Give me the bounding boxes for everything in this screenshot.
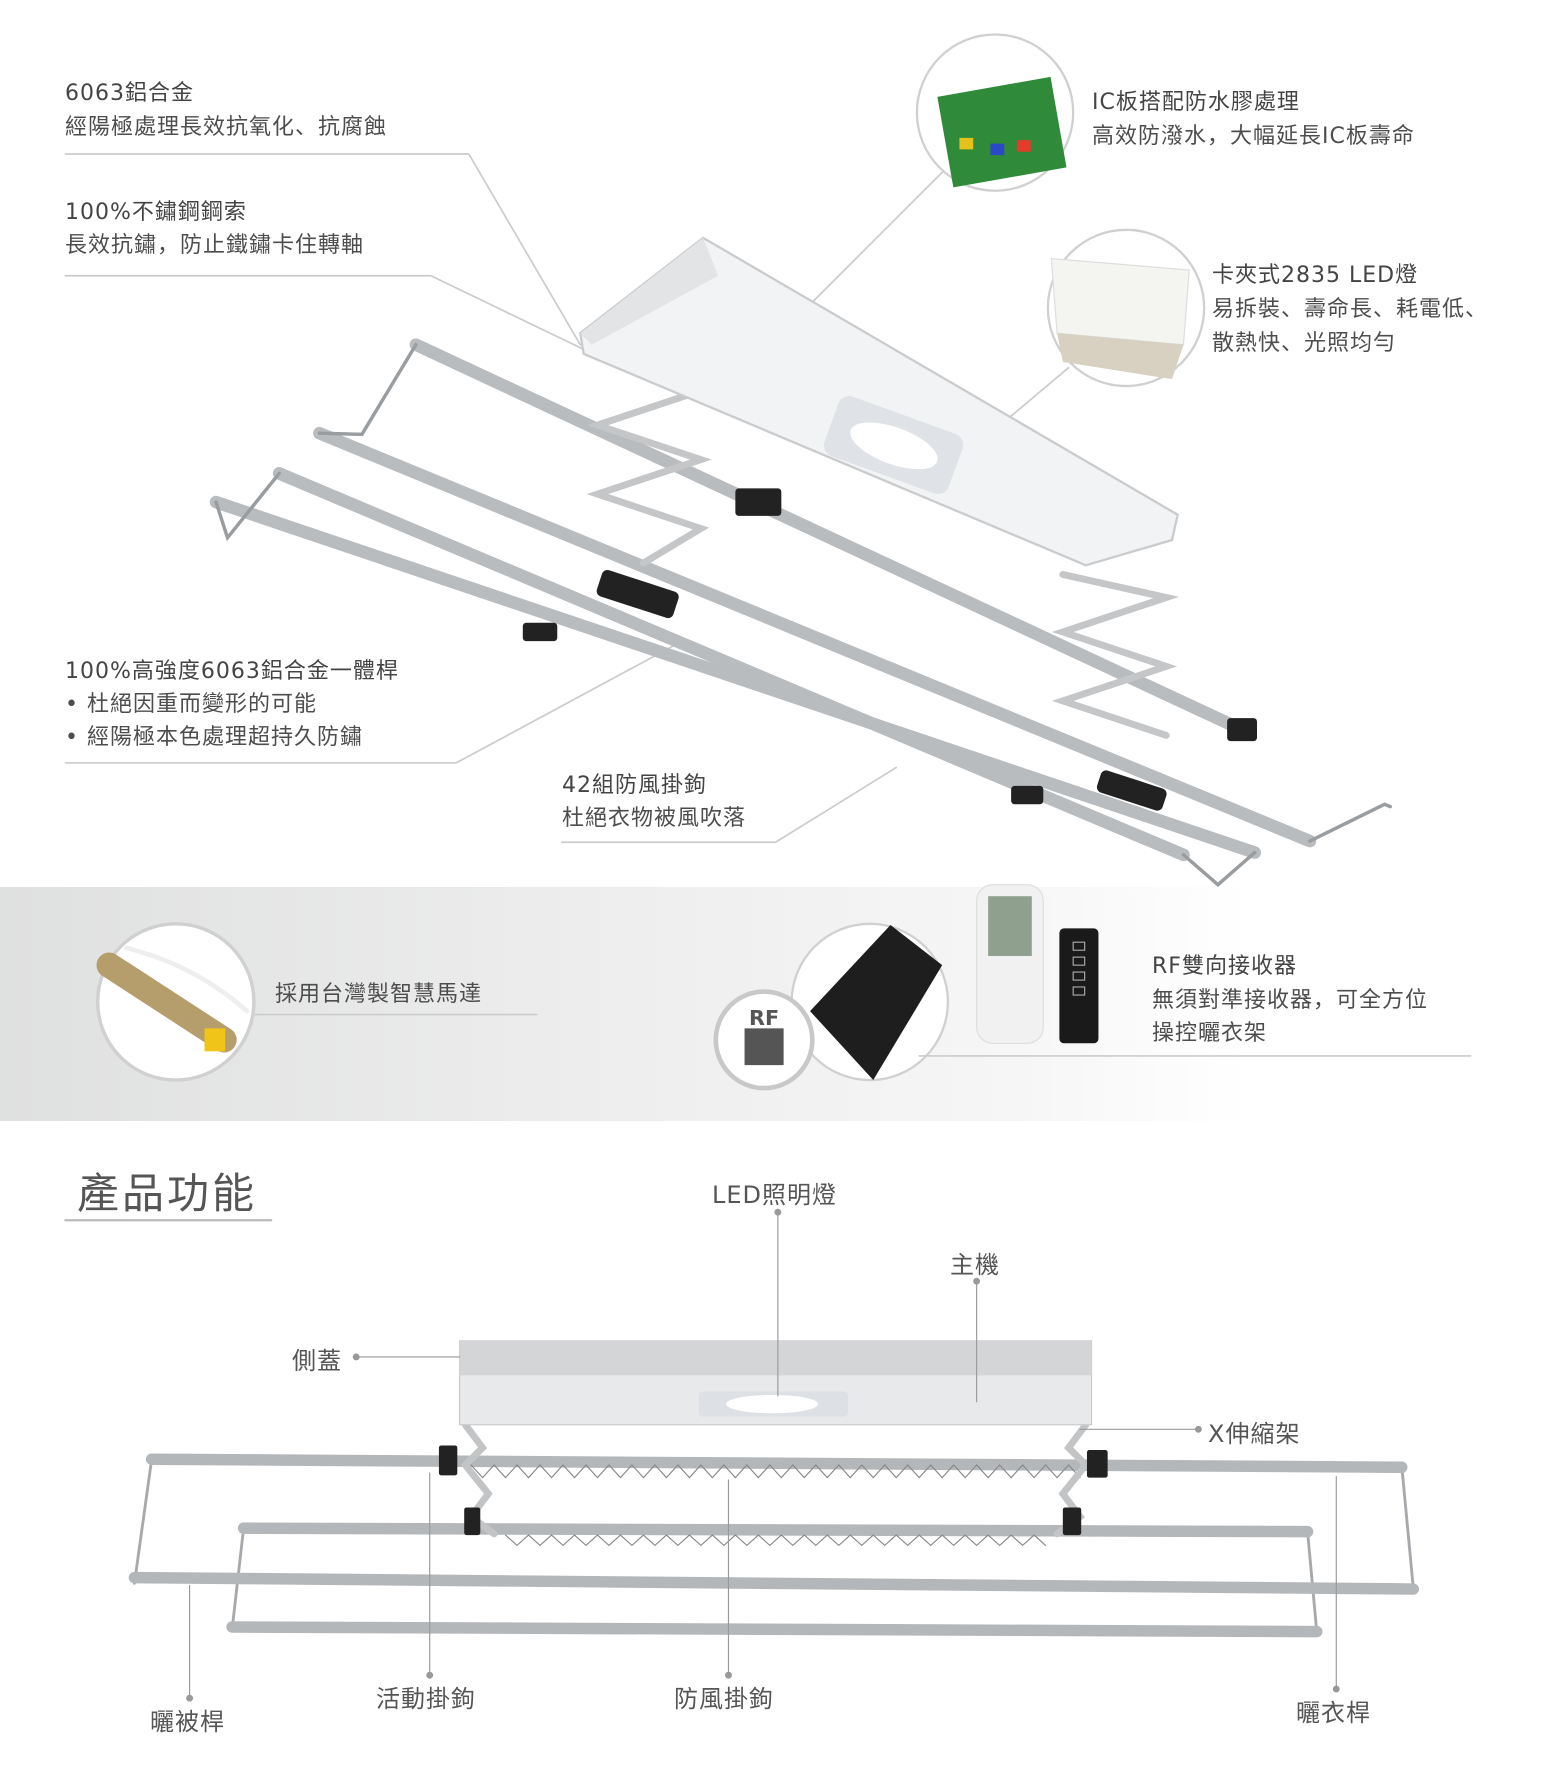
label-clothes-rod: 曬衣桿 xyxy=(1296,1699,1371,1727)
functions-heading: 產品功能 xyxy=(77,1169,258,1218)
led-desc-1: 易拆裝、壽命長、耗電低、 xyxy=(1212,297,1489,322)
led-board-image xyxy=(1046,228,1206,388)
label-movable-hook: 活動掛鉤 xyxy=(376,1685,476,1713)
callout-line-hooks xyxy=(560,766,898,844)
label-side-cover: 側蓋 xyxy=(292,1347,342,1375)
ic-board-title: IC板搭配防水膠處理 xyxy=(1092,90,1300,115)
rf-title: RF雙向接收器 xyxy=(1152,954,1297,979)
led-desc-2: 散熱快、光照均勻 xyxy=(1212,331,1397,356)
alloy-desc: 經陽極處理長效抗氧化、抗腐蝕 xyxy=(65,115,388,140)
rod-bullet-1: • 杜絕因重而變形的可能 xyxy=(65,692,317,717)
label-main-unit: 主機 xyxy=(950,1251,1000,1279)
label-x-frame: X伸縮架 xyxy=(1208,1420,1301,1448)
callout-line-alloy xyxy=(64,153,582,346)
led-title: 卡夾式2835 LED燈 xyxy=(1212,263,1419,288)
callout-line-cable xyxy=(64,274,587,352)
rf-icon xyxy=(713,989,815,1091)
remote-white xyxy=(976,884,1044,1044)
label-windproof-hook: 防風掛鉤 xyxy=(674,1685,774,1713)
alloy-title: 6063鋁合金 xyxy=(65,81,194,106)
rf-badge: RF xyxy=(749,1006,779,1030)
label-led-light: LED照明燈 xyxy=(712,1181,838,1209)
rod-title: 100%高強度6063鋁合金一體桿 xyxy=(65,659,399,684)
rod-bullet-2-text: 經陽極本色處理超持久防鏽 xyxy=(86,725,363,750)
cable-title: 100%不鏽鋼鋼索 xyxy=(65,200,247,225)
rf-desc-2: 操控曬衣架 xyxy=(1152,1021,1268,1046)
bottom-product xyxy=(128,1340,1420,1638)
remote-black xyxy=(1059,928,1099,1044)
rf-module-image xyxy=(790,922,950,1082)
label-quilt-rod: 曬被桿 xyxy=(150,1708,225,1736)
hooks-desc: 杜絕衣物被風吹落 xyxy=(562,806,747,831)
hooks-title: 42組防風掛鉤 xyxy=(562,773,707,798)
callout-line-rod xyxy=(64,642,679,764)
ic-board-image xyxy=(915,33,1075,192)
rod-bullet-2: • 經陽極本色處理超持久防鏽 xyxy=(65,725,363,750)
ic-board-desc: 高效防潑水，大幅延長IC板壽命 xyxy=(1092,124,1415,149)
rod-bullet-1-text: 杜絕因重而變形的可能 xyxy=(86,692,317,717)
motor-title: 採用台灣製智慧馬達 xyxy=(275,982,483,1007)
rf-desc-1: 無須對準接收器，可全方位 xyxy=(1152,988,1429,1013)
cable-desc: 長效抗鏽，防止鐵鏽卡住轉軸 xyxy=(65,233,365,258)
motor-image xyxy=(95,922,256,1082)
